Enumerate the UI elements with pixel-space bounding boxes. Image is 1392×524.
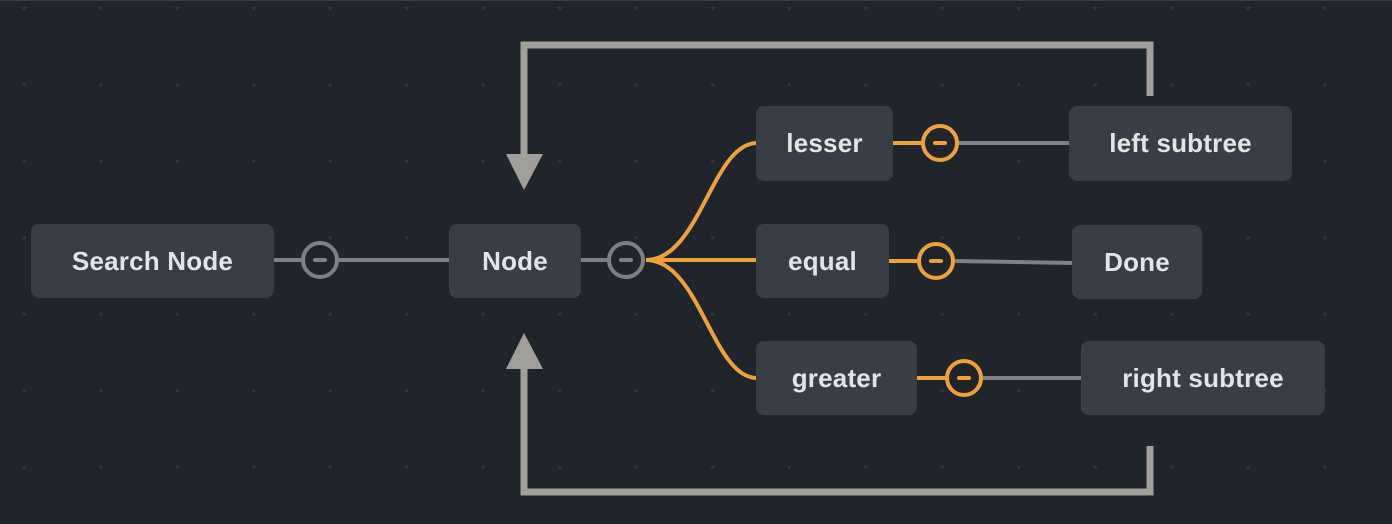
- greater-node[interactable]: greater: [756, 341, 917, 415]
- wire-equal-to-done: [954, 259, 1074, 265]
- search-node[interactable]: Search Node: [31, 224, 274, 298]
- minus-bar: [957, 376, 971, 380]
- minus-circle-icon[interactable]: [301, 241, 339, 279]
- arrow-head-icon: [506, 333, 543, 369]
- minus-circle-icon[interactable]: [921, 124, 959, 162]
- left-subtree-node[interactable]: left subtree: [1069, 106, 1292, 181]
- minus-bar: [929, 259, 943, 263]
- minus-bar: [933, 141, 947, 145]
- node[interactable]: Node: [449, 224, 581, 298]
- equal-node[interactable]: equal: [756, 224, 889, 298]
- right-subtree-node[interactable]: right subtree: [1081, 341, 1325, 415]
- minus-circle-icon[interactable]: [607, 241, 645, 279]
- wire-branch-greater: [645, 258, 758, 380]
- wire-branch-lesser: [645, 141, 758, 262]
- minus-bar: [313, 258, 327, 262]
- minus-bar: [619, 258, 633, 262]
- arrow-head-icon: [506, 154, 543, 190]
- lesser-node[interactable]: lesser: [756, 106, 893, 181]
- done-node[interactable]: Done: [1072, 225, 1202, 299]
- minus-circle-icon[interactable]: [945, 359, 983, 397]
- minus-circle-icon[interactable]: [917, 242, 955, 280]
- loop-back-left-subtree: [520, 41, 1154, 160]
- loop-back-right-subtree: [520, 366, 1154, 496]
- top-border: [0, 0, 1392, 1]
